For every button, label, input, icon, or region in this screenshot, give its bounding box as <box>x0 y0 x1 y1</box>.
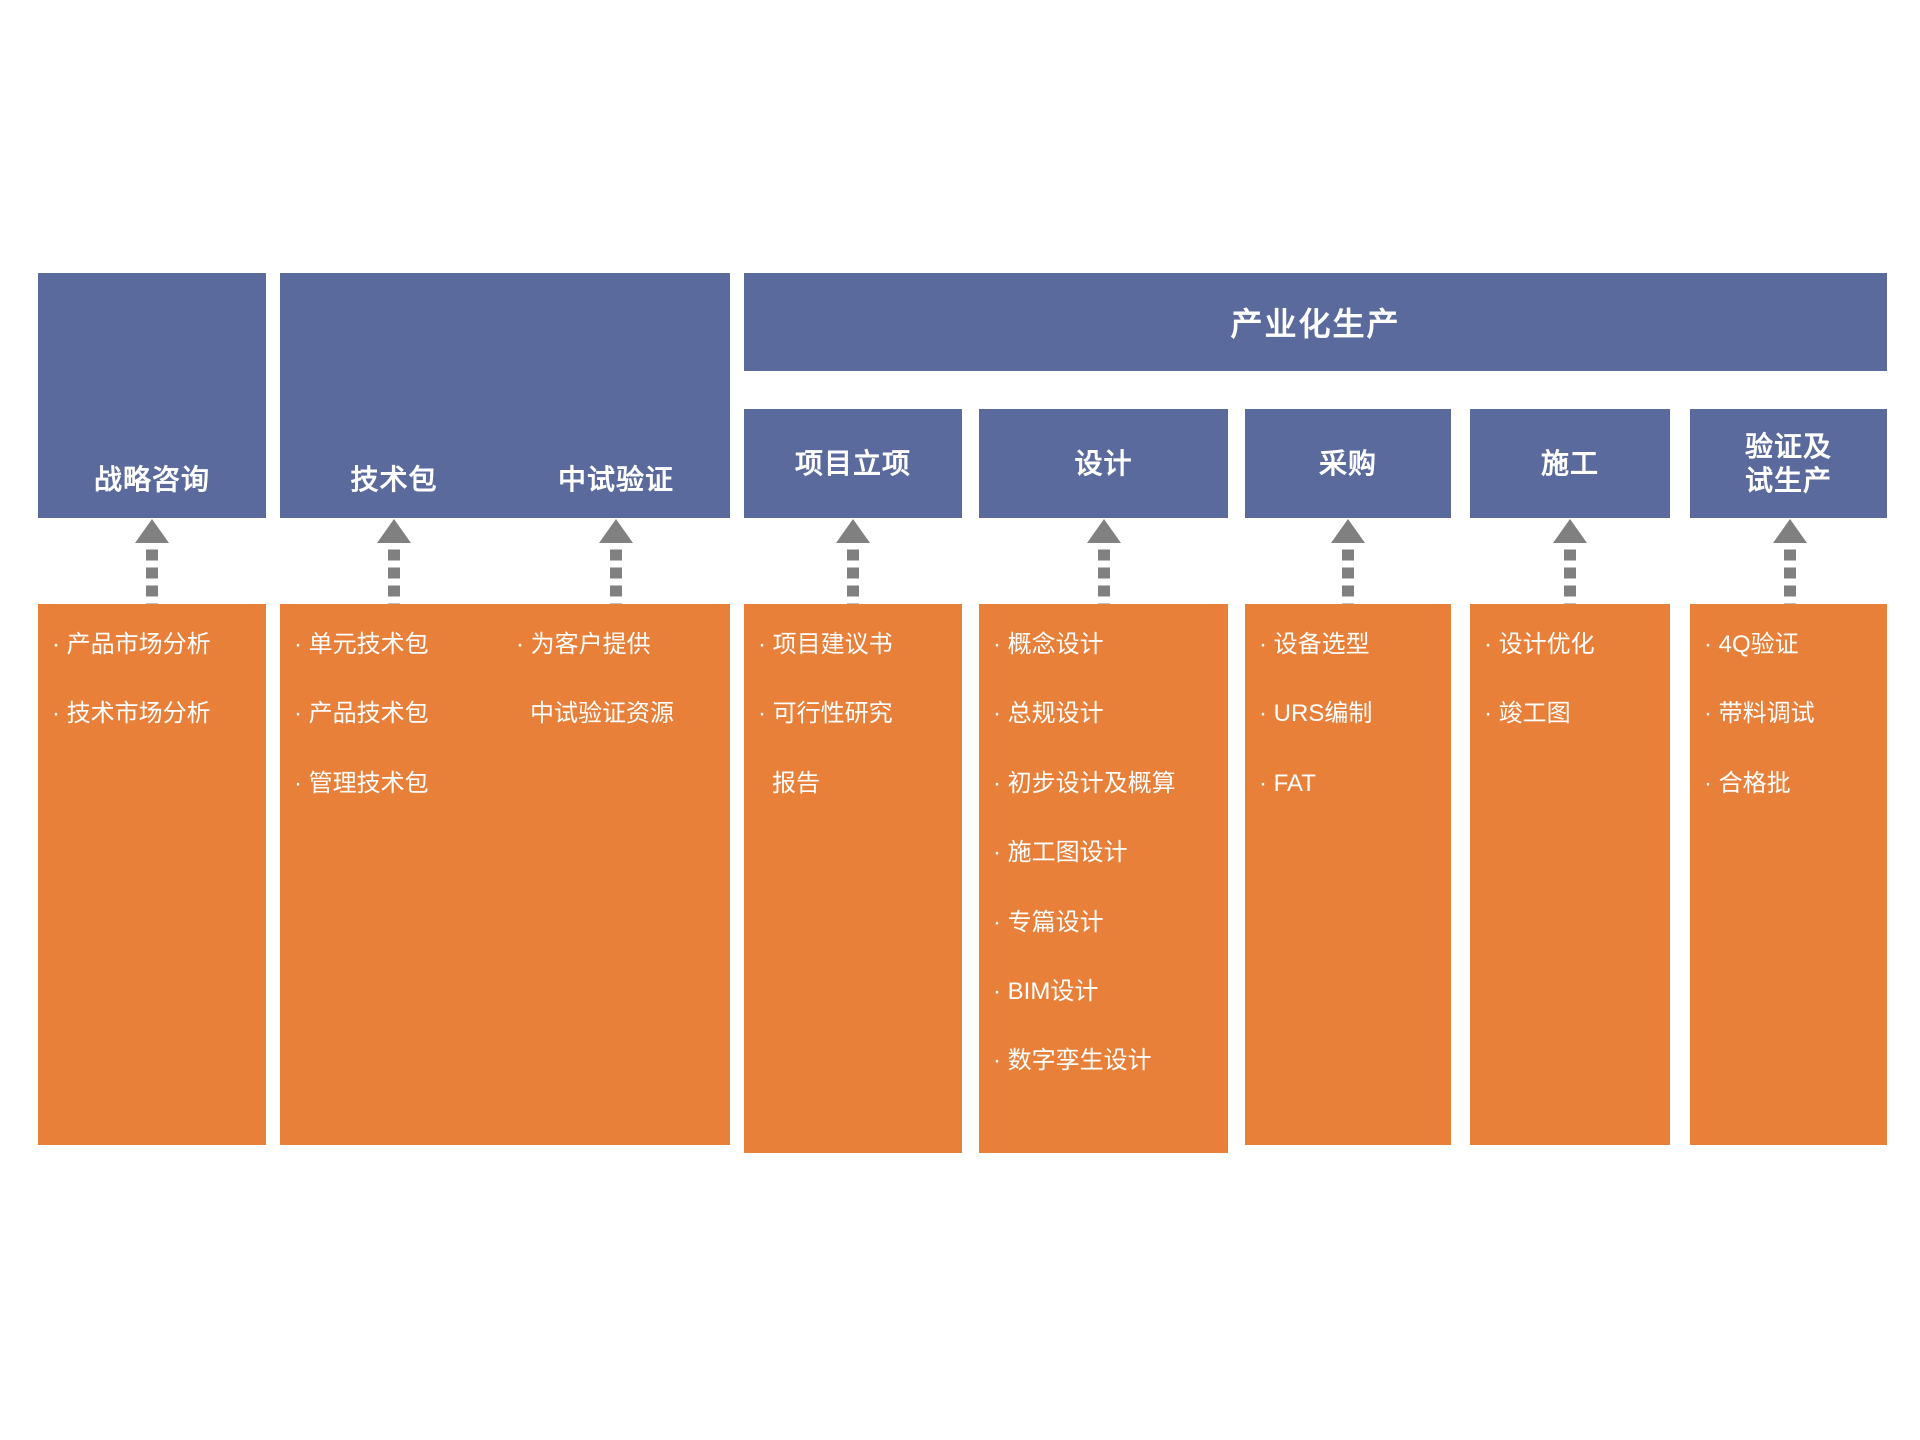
arrowhead-icon <box>135 519 169 543</box>
arrow-up-validation-trial-production <box>1773 519 1807 607</box>
arrow-shaft <box>1784 546 1796 607</box>
list-item: · FAT <box>1259 769 1316 797</box>
phase-label-project-initiation: 项目立项 <box>794 447 911 479</box>
list-item: · 设计优化 <box>1484 631 1595 658</box>
arrowhead-icon <box>1553 519 1587 543</box>
list-item: · 竣工图 <box>1484 700 1571 728</box>
detail-box-strategy-consulting[interactable]: · 产品市场分析 · 技术市场分析 <box>38 604 266 1145</box>
phase-label-strategy-consulting: 战略咨询 <box>93 463 210 495</box>
list-item: · 施工图设计 <box>993 839 1128 867</box>
list-item: · 带料调试 <box>1704 700 1815 728</box>
arrow-up-construction <box>1553 519 1587 607</box>
detail-list-design: · 概念设计 · 总规设计 · 初步设计及概算 · 施工图设计 · 专篇设计 ·… <box>979 631 1228 1075</box>
detail-list-validation-trial-production: · 4Q验证 · 带料调试 · 合格批 <box>1690 631 1887 797</box>
phase-label-technology-package: 技术包 <box>350 463 438 495</box>
phase-label-construction: 施工 <box>1540 447 1599 479</box>
list-item: · 单元技术包 <box>294 631 429 658</box>
list-item: · 管理技术包 <box>294 769 429 797</box>
group-header-label: 产业化生产 <box>1230 306 1401 342</box>
phase-label-design: 设计 <box>1074 447 1133 479</box>
list-item: · 专篇设计 <box>993 908 1104 936</box>
detail-list-pilot-verification: · 为客户提供 中试验证资源 <box>502 631 730 728</box>
arrow-shaft <box>1342 546 1354 607</box>
detail-list-procurement: · 设备选型 · URS编制 · FAT <box>1245 631 1451 797</box>
phase-box-project-initiation[interactable]: 项目立项 <box>744 409 962 518</box>
arrow-shaft <box>847 546 859 607</box>
detail-box-technology-package[interactable]: · 单元技术包 · 产品技术包 · 管理技术包 <box>280 604 508 1145</box>
arrow-up-procurement <box>1331 519 1365 607</box>
arrow-up-technology-package <box>377 519 411 607</box>
list-item: · 项目建议书 <box>758 631 893 658</box>
detail-box-procurement[interactable]: · 设备选型 · URS编制 · FAT <box>1245 604 1451 1145</box>
arrowhead-icon <box>1773 519 1807 543</box>
detail-box-construction[interactable]: · 设计优化 · 竣工图 <box>1470 604 1670 1145</box>
arrow-up-pilot-verification <box>599 519 633 607</box>
list-item: · 总规设计 <box>993 700 1104 728</box>
phase-box-strategy-consulting[interactable]: 战略咨询 <box>38 273 266 518</box>
phase-box-construction[interactable]: 施工 <box>1470 409 1670 518</box>
group-header-industrialized-production: 产业化生产 <box>744 273 1887 371</box>
arrowhead-icon <box>377 519 411 543</box>
detail-list-technology-package: · 单元技术包 · 产品技术包 · 管理技术包 <box>280 631 508 797</box>
phase-label-validation-line2: 试生产 <box>1744 464 1832 496</box>
phase-label-procurement: 采购 <box>1318 447 1377 479</box>
list-item: 报告 <box>772 769 820 797</box>
phase-box-design[interactable]: 设计 <box>979 409 1228 518</box>
detail-box-pilot-verification[interactable]: · 为客户提供 中试验证资源 <box>502 604 730 1145</box>
phase-box-validation-trial-production[interactable]: 验证及 试生产 <box>1690 409 1887 518</box>
arrow-shaft <box>146 546 158 607</box>
arrow-shaft <box>1098 546 1110 607</box>
phase-box-technology-package[interactable]: 技术包 <box>280 273 508 518</box>
phase-box-procurement[interactable]: 采购 <box>1245 409 1451 518</box>
arrow-shaft <box>1564 546 1576 607</box>
arrow-shaft <box>610 546 622 607</box>
arrow-up-project-initiation <box>836 519 870 607</box>
list-item: · 设备选型 <box>1259 631 1370 658</box>
arrowhead-icon <box>836 519 870 543</box>
list-item: · 技术市场分析 <box>52 700 211 728</box>
list-item: · 初步设计及概算 <box>993 769 1176 797</box>
list-item: 中试验证资源 <box>530 700 674 728</box>
arrow-up-strategy-consulting <box>135 519 169 607</box>
list-item: · 产品技术包 <box>294 700 429 728</box>
list-item: · 数字孪生设计 <box>993 1047 1152 1075</box>
arrow-shaft <box>388 546 400 607</box>
detail-list-project-initiation: · 项目建议书 · 可行性研究 报告 <box>744 631 962 797</box>
arrowhead-icon <box>599 519 633 543</box>
detail-box-project-initiation[interactable]: · 项目建议书 · 可行性研究 报告 <box>744 604 962 1153</box>
arrowhead-icon <box>1087 519 1121 543</box>
detail-list-construction: · 设计优化 · 竣工图 <box>1470 631 1670 728</box>
list-item: · 为客户提供 <box>516 631 651 658</box>
arrow-up-design <box>1087 519 1121 607</box>
detail-list-strategy-consulting: · 产品市场分析 · 技术市场分析 <box>38 631 266 728</box>
list-item: · BIM设计 <box>993 977 1099 1005</box>
list-item: · 产品市场分析 <box>52 631 211 658</box>
detail-box-validation-trial-production[interactable]: · 4Q验证 · 带料调试 · 合格批 <box>1690 604 1887 1145</box>
list-item: · 可行性研究 <box>758 700 893 728</box>
arrowhead-icon <box>1331 519 1365 543</box>
phase-label-validation-line1: 验证及 <box>1744 431 1832 463</box>
phase-box-pilot-verification[interactable]: 中试验证 <box>502 273 730 518</box>
detail-box-design[interactable]: · 概念设计 · 总规设计 · 初步设计及概算 · 施工图设计 · 专篇设计 ·… <box>979 604 1228 1153</box>
phase-label-pilot-verification: 中试验证 <box>557 463 674 495</box>
list-item: · 4Q验证 <box>1704 631 1799 658</box>
list-item: · 合格批 <box>1704 769 1791 797</box>
list-item: · 概念设计 <box>993 631 1104 658</box>
list-item: · URS编制 <box>1259 700 1373 728</box>
